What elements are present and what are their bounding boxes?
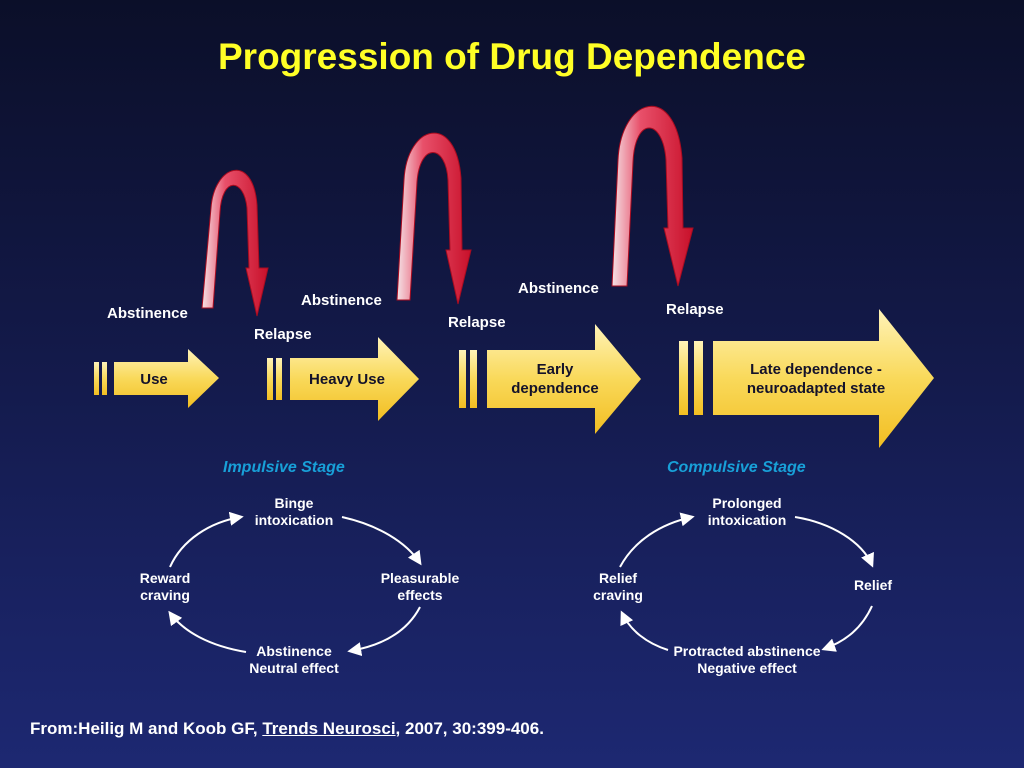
relapse-label-2: Relapse: [448, 314, 506, 331]
impulsive-left-label: Reward craving: [139, 570, 191, 603]
cycle-arrow: [821, 605, 873, 652]
abstinence-label-2: Abstinence: [301, 292, 382, 309]
relapse-loop-arrow-2: [396, 132, 472, 305]
cycle-arrow: [168, 610, 247, 653]
impulsive-bottom-label: Abstinence Neutral effect: [249, 643, 339, 676]
compulsive-left-label: Relief craving: [593, 570, 643, 603]
impulsive-cycle: [168, 511, 422, 657]
compulsive-cycle: [619, 512, 874, 652]
progression-arrow-late-dependence: [679, 309, 934, 448]
slide-title: Progression of Drug Dependence: [218, 36, 806, 77]
citation-suffix: , 2007, 30:399-406.: [395, 719, 544, 738]
citation-prefix: From:Heilig M and Koob GF,: [30, 719, 263, 738]
progression-arrow-use: [94, 349, 219, 408]
impulsive-top-label: Binge intoxication: [254, 495, 334, 528]
citation: From:Heilig M and Koob GF, Trends Neuros…: [30, 719, 544, 739]
arrow-label-heavy-use: Heavy Use: [309, 371, 385, 388]
impulsive-stage-label: Impulsive Stage: [223, 459, 345, 476]
progression-arrow-heavy-use: [267, 337, 419, 421]
compulsive-right-label: Relief: [853, 577, 893, 593]
relapse-label-1: Relapse: [254, 326, 312, 343]
arrow-label-early-dependence: Early dependence: [511, 361, 599, 397]
compulsive-bottom-label: Protracted abstinence Negative effect: [673, 643, 821, 676]
arrow-label-use: Use: [140, 371, 168, 388]
arrow-label-late-dependence: Late dependence - neuroadapted state: [746, 361, 886, 397]
cycle-arrow: [341, 516, 422, 566]
relapse-loop-arrow-3: [611, 105, 694, 287]
cycle-arrow: [620, 610, 669, 651]
cycle-arrow: [619, 512, 695, 568]
relapse-loop-arrow-1: [201, 170, 269, 317]
impulsive-right-label: Pleasurable effects: [380, 570, 460, 603]
abstinence-label-1: Abstinence: [107, 305, 188, 322]
cycle-arrow: [347, 606, 421, 657]
abstinence-label-3: Abstinence: [518, 280, 599, 297]
relapse-label-3: Relapse: [666, 301, 724, 318]
cycle-arrow: [794, 516, 874, 568]
progression-arrow-early-dependence: [459, 324, 641, 434]
citation-journal-link[interactable]: Trends Neurosci: [262, 719, 396, 738]
compulsive-stage-label: Compulsive Stage: [667, 459, 806, 476]
cycle-arrow: [169, 511, 244, 568]
compulsive-top-label: Prolonged intoxication: [707, 495, 787, 528]
